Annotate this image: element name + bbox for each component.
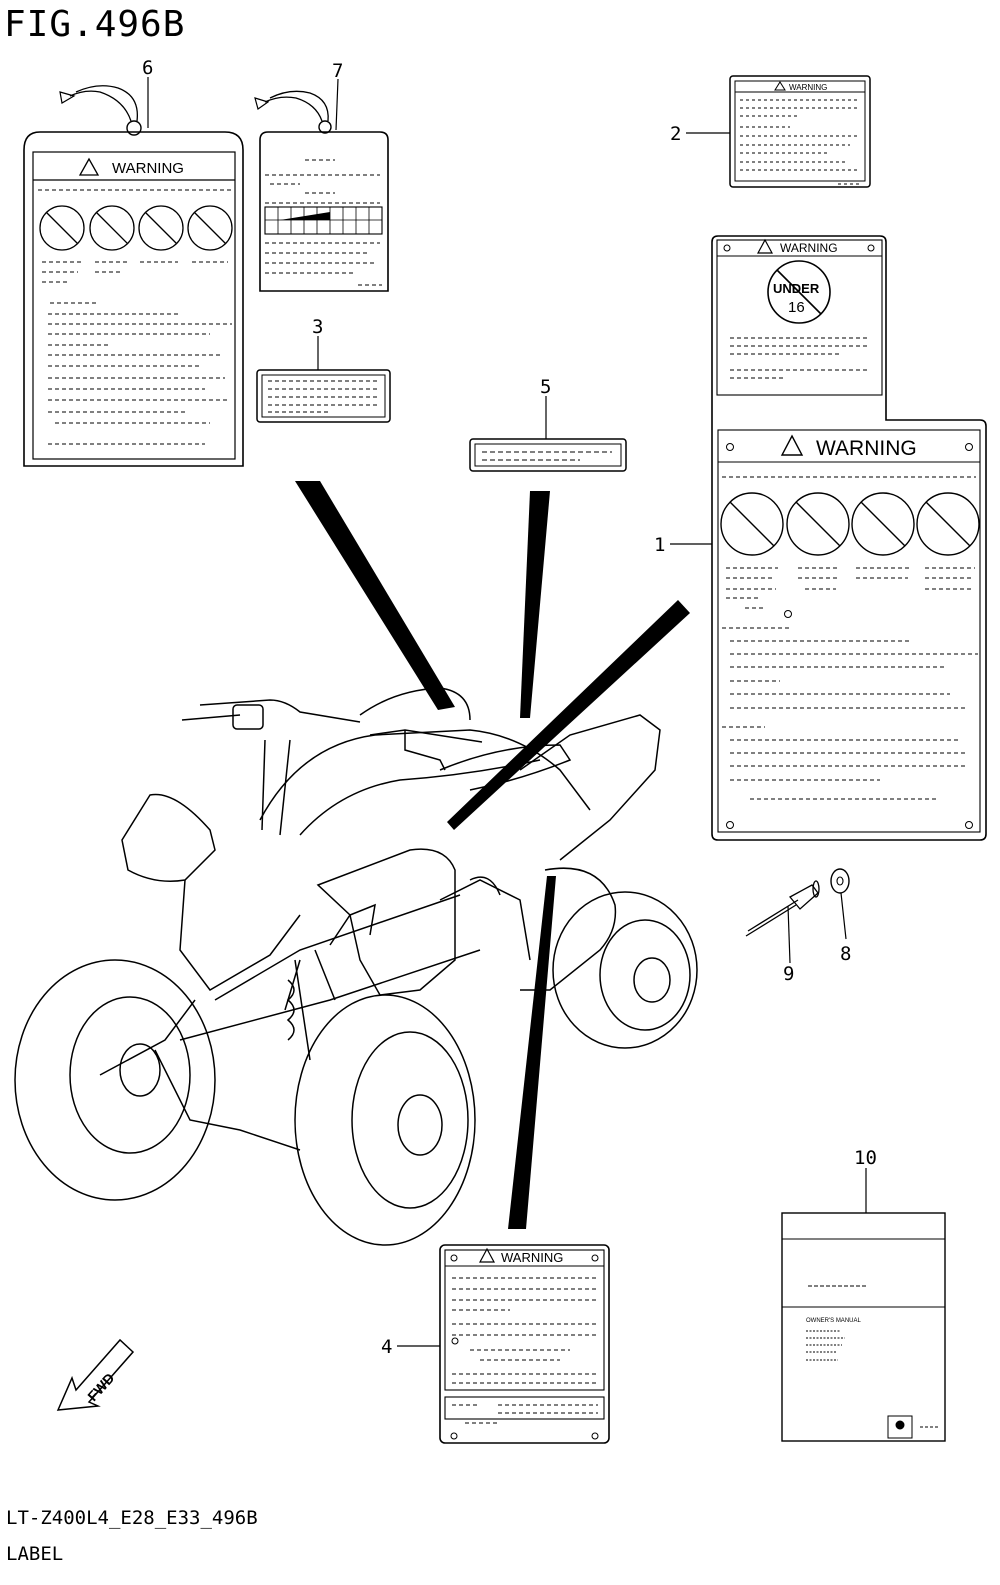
label-4-warning-text: WARNING	[501, 1250, 563, 1265]
item-9-rivet[interactable]	[745, 880, 820, 937]
footer-label: LABEL	[6, 1543, 64, 1565]
callout-9: 9	[783, 963, 794, 985]
callout-1: 1	[654, 534, 665, 556]
callout-leaders	[147, 77, 867, 1347]
label-2[interactable]: WARNING	[729, 75, 871, 188]
callout-4: 4	[381, 1336, 392, 1358]
label-2-warning-text: WARNING	[789, 83, 827, 92]
atv-vehicle	[14, 687, 698, 1246]
label-5[interactable]	[469, 438, 627, 472]
label-1-top-warning-text: WARNING	[780, 241, 838, 255]
callout-2: 2	[670, 123, 681, 145]
label-4[interactable]: WARNING	[439, 1244, 610, 1444]
label-6-hang-tag[interactable]: WARNING	[23, 85, 244, 467]
fwd-arrow: FWD	[56, 1338, 135, 1411]
label-1-warning-text: WARNING	[816, 437, 917, 460]
footer-code: LT-Z400L4_E28_E33_496B	[6, 1507, 258, 1529]
callout-7: 7	[332, 60, 343, 82]
label-1-main-warning[interactable]: WARNING UNDER 16 WARNING	[711, 235, 987, 841]
item-8-washer[interactable]	[830, 868, 850, 894]
label-7-hang-tag[interactable]	[254, 90, 389, 292]
label-6-warning-text: WARNING	[112, 160, 184, 177]
age-badge-text: UNDER	[773, 281, 820, 296]
callout-5: 5	[540, 376, 551, 398]
manual-title-text: OWNER'S MANUAL	[806, 1318, 861, 1324]
age-badge-number: 16	[788, 299, 805, 316]
callout-10: 10	[854, 1147, 877, 1169]
callout-numbers: 1 2 3 4 5 6 7 8 9 10	[142, 57, 877, 1358]
callout-6: 6	[142, 57, 153, 79]
label-3[interactable]	[256, 369, 391, 423]
item-10-owners-manual[interactable]: OWNER'S MANUAL	[781, 1212, 946, 1442]
figure-title: FIG.496B	[4, 4, 186, 45]
callout-8: 8	[840, 943, 851, 965]
callout-3: 3	[312, 316, 323, 338]
pointer-wedges	[295, 481, 690, 1229]
